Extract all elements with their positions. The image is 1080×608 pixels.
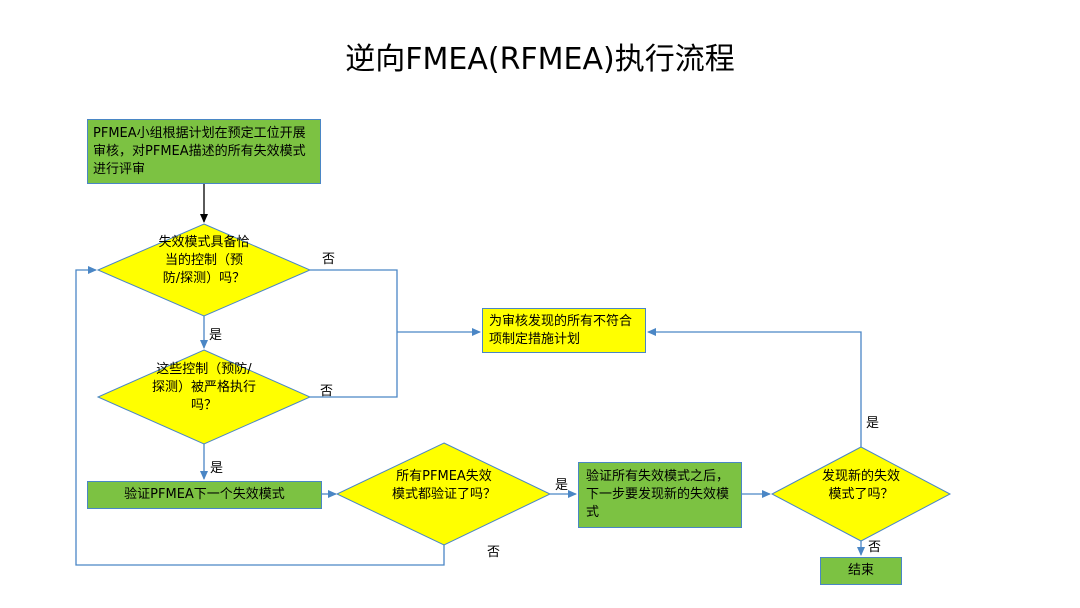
label-q3-no: 否 [487,545,501,560]
label-q2-yes: 是 [210,461,224,476]
action-plan-text: 为审核发现的所有不符合项制定措施计划 [489,313,633,347]
decision-q3-text: 所有PFMEA失效模式都验证了吗？ [392,469,497,502]
end-text: 结束 [847,563,874,578]
arrow-q3-no-loop [75,266,445,566]
action-plan-box: 为审核发现的所有不符合项制定措施计划 [482,308,646,353]
arrow-q4-yes-to-action-plan [647,328,862,447]
label-q1-no: 否 [322,252,336,267]
label-q3-yes: 是 [555,478,569,493]
diagram-title: 逆向FMEA(RFMEA)执行流程 [345,42,735,77]
decision-q2-text: 这些控制（预防/探测）被严格执行吗？ [152,362,257,413]
decision-q1-text: 失效模式具备恰当的控制（预防/探测）吗？ [158,235,250,286]
end-box: 结束 [820,557,902,585]
line-q2-no [310,332,398,398]
label-q1-yes: 是 [209,328,223,343]
decision-q4-text: 发现新的失效模式了吗？ [821,469,900,502]
verify-next-box: 验证PFMEA下一个失效模式 [87,481,322,509]
label-q2-no: 否 [320,384,334,399]
next-step-text: 验证所有失效模式之后，下一步要发现新的失效模式 [586,469,730,520]
start-process-text: PFMEA小组根据计划在预定工位开展审核，对PFMEA描述的所有失效模式进行评审 [93,125,306,177]
next-step-box: 验证所有失效模式之后，下一步要发现新的失效模式 [578,462,742,528]
label-q4-yes: 是 [866,416,880,431]
start-process-box: PFMEA小组根据计划在预定工位开展审核，对PFMEA描述的所有失效模式进行评审 [87,119,321,184]
verify-next-text: 验证PFMEA下一个失效模式 [124,487,285,502]
label-q4-no: 否 [868,540,882,555]
line-q1-no [310,269,398,332]
